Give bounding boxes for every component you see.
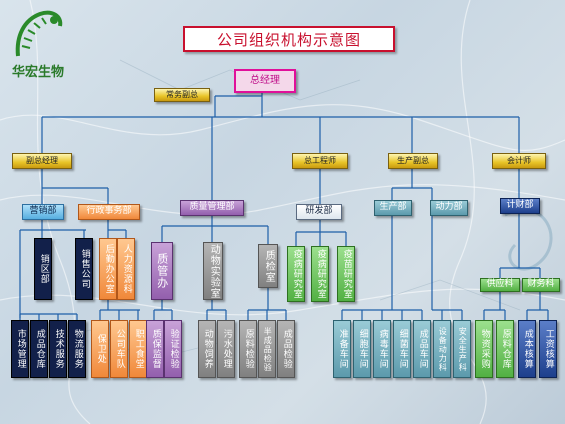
node-logistics-service: 物流服务 [68,320,86,378]
node-finance-dept: 计财部 [500,198,540,214]
node-chief-engineer: 总工程师 [292,153,348,169]
node-production-vp: 生产副总 [388,153,438,169]
node-exec-office: 常务副总 [154,88,210,102]
node-animal-lab: 动物实验室 [203,242,223,300]
node-hr-section: 人力资源科 [117,238,135,300]
node-qa-office: 质管办 [151,242,173,300]
node-logistics: 后勤办公室 [99,238,117,300]
node-cell-workshop: 细胞车间 [353,320,371,378]
node-material-purchase: 物资采购 [475,320,493,378]
node-equipment-section: 设备动力科 [433,320,451,378]
node-vp: 副总经理 [12,153,72,169]
node-verify-check: 验证检验 [164,320,182,378]
node-finished-check: 成品检验 [277,320,295,378]
node-qm-dept: 质量管理部 [180,200,244,216]
node-safety-section: 安全生产科 [453,320,471,378]
node-regional-dept: 销区部 [34,238,52,300]
node-animal-breeding: 动物饲养 [198,320,216,378]
node-vaccine-lab-3: 疫苗研究室 [337,246,355,302]
node-production-dept: 生产部 [374,200,412,216]
node-power-dept: 动力部 [430,200,468,216]
node-market-mgmt: 市场管理 [11,320,29,378]
node-ceo: 总经理 [234,69,296,93]
node-vaccine-lab-2: 疫病研究室 [311,246,329,302]
chart-title: 公司组织机构示意图 [183,26,395,52]
node-company-driver: 公司车队 [110,320,128,378]
node-rd-dept: 研发部 [296,204,342,220]
node-salary-accounting: 工资核算 [539,320,557,378]
node-semi-product-check: 半成品检验 [258,320,276,378]
node-tech-service: 技术服务 [49,320,67,378]
node-qa-supervision: 质保监督 [146,320,164,378]
node-admin-dept: 行政事务部 [78,204,140,220]
node-finished-workshop: 成品车间 [413,320,431,378]
node-cost-accounting: 成本核算 [518,320,536,378]
node-sewage-treatment: 污水处理 [217,320,235,378]
node-qc-office: 质检室 [258,244,278,288]
node-raw-material-check: 原料检验 [239,320,257,378]
node-accountant: 会计师 [492,153,546,169]
node-finance-section: 财务科 [522,278,560,292]
node-raw-material-storage: 原料仓库 [496,320,514,378]
node-security: 保卫处 [91,320,109,378]
node-sales-dept: 营销部 [22,204,64,220]
node-supply-section: 供应科 [480,278,520,292]
node-bacteria-workshop: 细菌车间 [393,320,411,378]
node-staff-canteen: 职工食堂 [129,320,147,378]
company-logo-icon [15,10,63,57]
node-finished-storage: 成品仓库 [30,320,48,378]
company-logo-text: 华宏生物 [12,65,65,80]
node-sales-company: 销售公司 [75,238,93,300]
node-vaccine-lab-1: 疫病研究室 [287,246,305,302]
node-virus-workshop: 病毒车间 [373,320,391,378]
node-prep-workshop: 准备车间 [333,320,351,378]
